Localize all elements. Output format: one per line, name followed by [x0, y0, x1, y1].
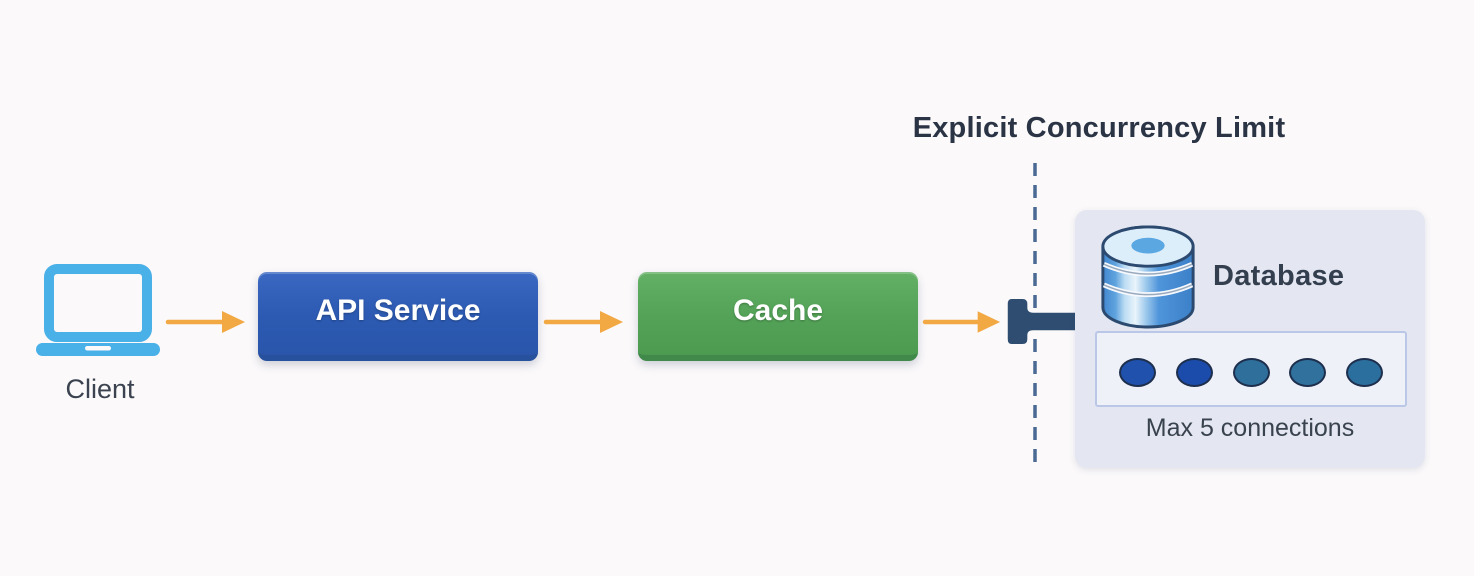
connection-dot	[1346, 357, 1383, 387]
api-service-label: API Service	[315, 294, 481, 327]
throttle-valve-icon	[1007, 299, 1077, 344]
connection-dot	[1175, 357, 1213, 387]
laptop-icon	[36, 264, 160, 356]
connection-dot	[1232, 357, 1270, 387]
connection-pool-caption: Max 5 connections	[1145, 414, 1355, 442]
database-cylinder-icon	[1101, 225, 1195, 329]
database-label: Database	[1213, 260, 1345, 292]
arrow-right-icon	[922, 311, 1001, 333]
client-label: Client	[65, 374, 135, 404]
dashed-divider-line	[1033, 163, 1037, 469]
connection-dot	[1119, 357, 1156, 387]
connection-dot	[1289, 357, 1327, 387]
diagram-title: Explicit Concurrency Limit	[912, 112, 1286, 144]
cache-label: Cache	[732, 294, 824, 327]
cache-node: Cache	[638, 272, 918, 361]
database-panel: Database Max 5 connections	[1075, 210, 1425, 468]
connection-pool-box	[1095, 331, 1407, 407]
api-service-node: API Service	[258, 272, 538, 361]
arrow-right-icon	[543, 311, 623, 333]
arrow-right-icon	[165, 311, 245, 333]
